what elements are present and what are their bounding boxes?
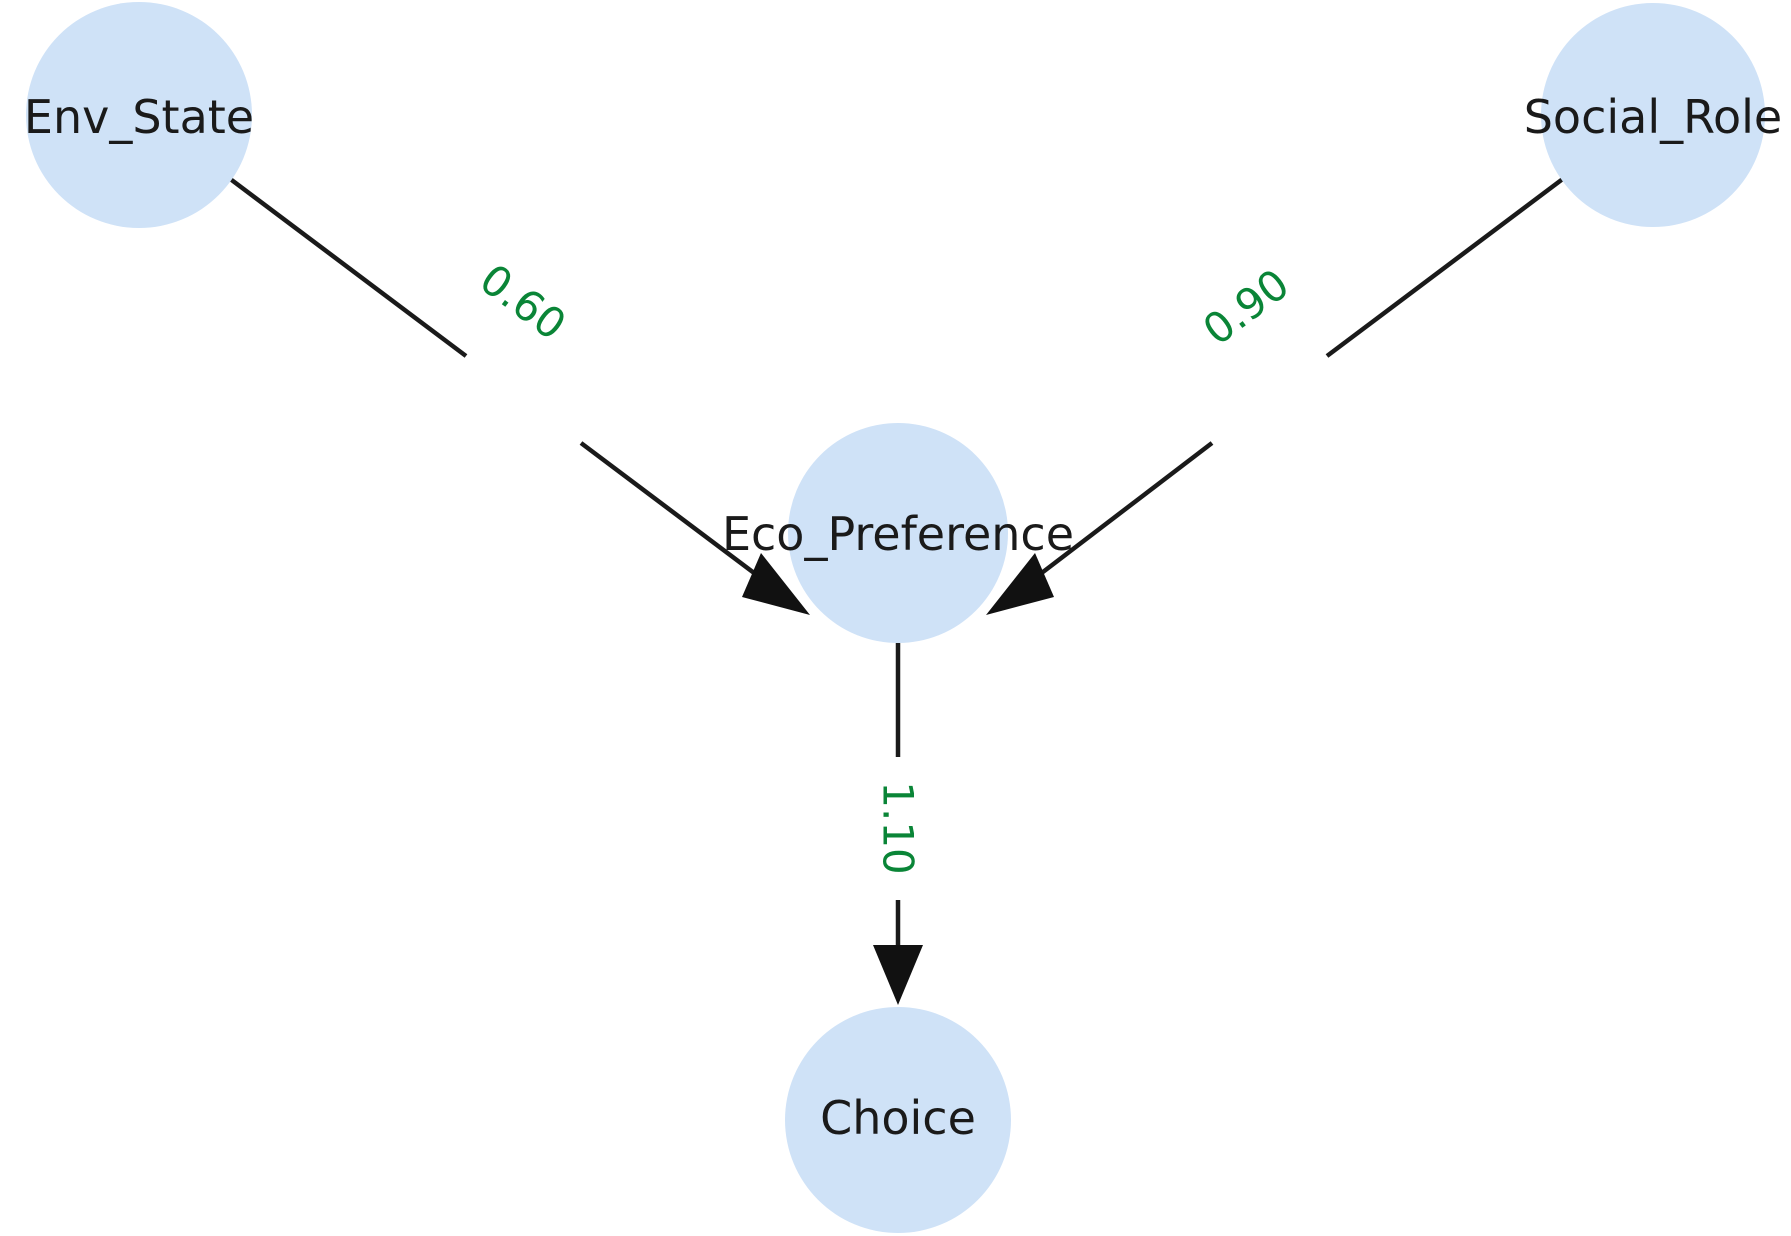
node-label: Social_Role xyxy=(1524,90,1783,144)
node-label: Choice xyxy=(820,1091,976,1145)
arrowhead-icon xyxy=(873,945,923,1005)
edge-label-env-to-eco: 0.60 xyxy=(456,242,590,362)
node-social-role[interactable]: Social_Role xyxy=(1524,3,1783,227)
edge-line-segment xyxy=(1020,441,1214,590)
edge-eco-to-choice xyxy=(873,643,923,1005)
label-backdrop xyxy=(870,758,926,898)
node-circle[interactable] xyxy=(1541,3,1765,227)
node-choice[interactable]: Choice xyxy=(785,1007,1011,1233)
label-backdrop xyxy=(1179,247,1313,367)
edge-env-to-eco xyxy=(219,170,810,615)
node-circle[interactable] xyxy=(788,423,1008,643)
node-eco-preference[interactable]: Eco_Preference xyxy=(722,423,1074,643)
edge-label-social-to-eco: 0.90 xyxy=(1179,247,1313,367)
arrowhead-icon xyxy=(986,553,1054,615)
edge-label-eco-to-choice: 1.10 xyxy=(870,758,926,898)
edge-line-segment xyxy=(1325,170,1574,358)
node-label: Env_State xyxy=(24,90,254,144)
edge-social-to-eco xyxy=(986,170,1574,615)
node-circle[interactable] xyxy=(785,1007,1011,1233)
node-label: Eco_Preference xyxy=(722,507,1074,561)
edge-line-segment xyxy=(579,441,776,590)
node-circle[interactable] xyxy=(26,2,252,228)
label-backdrop xyxy=(456,242,590,362)
edge-weight-label: 1.10 xyxy=(874,781,923,875)
arrowhead-icon xyxy=(742,553,810,615)
node-env-state[interactable]: Env_State xyxy=(24,2,254,228)
edge-line-segment xyxy=(219,170,468,358)
